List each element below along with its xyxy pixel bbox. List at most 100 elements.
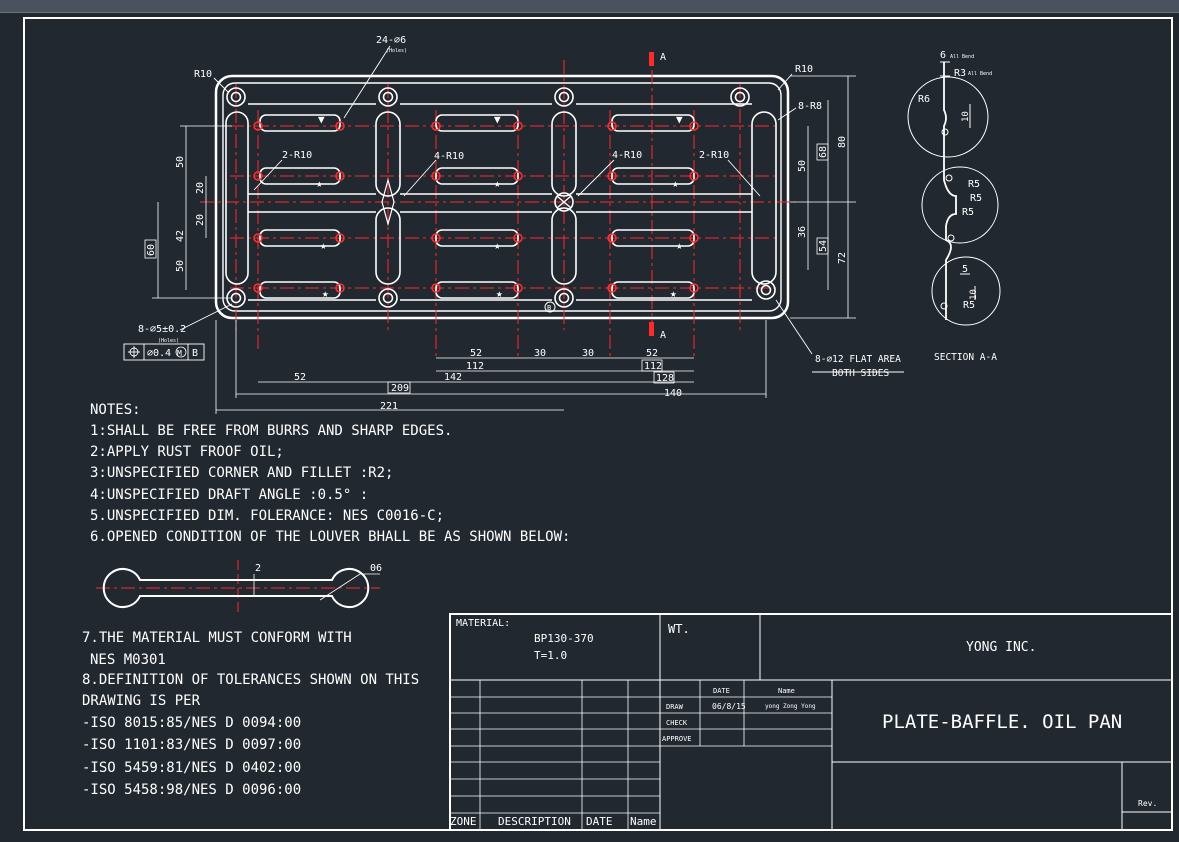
sec-dim-r5a: R5 bbox=[968, 179, 980, 190]
svg-text:★: ★ bbox=[322, 287, 329, 300]
title-block-text: MATERIAL: BP130-370 T=1.0 WT. YONG INC. … bbox=[450, 618, 1157, 828]
dim-h-30a: 30 bbox=[534, 348, 546, 359]
dim-right-68: 68 bbox=[818, 146, 829, 158]
dim-h-221: 221 bbox=[380, 401, 398, 412]
description-label: DESCRIPTION bbox=[498, 815, 571, 828]
louvers bbox=[259, 114, 695, 299]
datum-circle bbox=[544, 301, 556, 313]
dim-h-128: 128 bbox=[656, 373, 674, 384]
iso-line-3: -ISO 5459:81/NES D 0402:00 bbox=[82, 760, 301, 776]
dim-right-54: 54 bbox=[818, 240, 829, 252]
dim-right-80: 80 bbox=[837, 136, 848, 148]
left-dim-lines bbox=[152, 125, 232, 299]
dim-h-112b: 112 bbox=[644, 361, 662, 372]
section-mark-bottom bbox=[649, 322, 654, 336]
dim-8-r8: 8-R8 bbox=[798, 101, 822, 112]
note-7b: NES M0301 bbox=[90, 652, 166, 668]
note-8a: 8.DEFINITION OF TOLERANCES SHOWN ON THIS bbox=[82, 672, 419, 688]
material-value: BP130-370 bbox=[534, 632, 594, 645]
rib-diamond bbox=[381, 177, 395, 227]
note-6: 6.OPENED CONDITION OF THE LOUVER BHALL B… bbox=[90, 529, 570, 545]
sec-dim-10b: 10 bbox=[969, 289, 979, 300]
note-2: 2:APPLY RUST FROOF OIL; bbox=[90, 444, 284, 460]
sec-dim-r3: R3 bbox=[954, 68, 966, 79]
leaders bbox=[179, 45, 904, 373]
note-3: 3:UNSPECIFIED CORNER AND FILLET :R2; bbox=[90, 465, 393, 481]
louver-end-holes bbox=[253, 121, 699, 293]
dim-h-52a: 52 bbox=[470, 348, 482, 359]
dim-right-50: 50 bbox=[797, 160, 808, 172]
sec-dim-r6: R6 bbox=[918, 94, 930, 105]
sec-dim-r5d: R5 bbox=[963, 300, 975, 311]
flat-area-note-1: 8-∅12 FLAT AREA bbox=[815, 354, 901, 365]
svg-text:★: ★ bbox=[494, 239, 501, 252]
sec-dim-10a: 10 bbox=[961, 111, 971, 122]
louver-sketch: 2 06 bbox=[96, 560, 382, 612]
section-mark-top bbox=[649, 52, 654, 66]
dim-2-r10-b: 2-R10 bbox=[699, 150, 729, 161]
dim-4-r10-b: 4-R10 bbox=[612, 150, 642, 161]
dim-left-50: 50 bbox=[175, 156, 186, 168]
dim-24-holes-sub: (Holes) bbox=[386, 48, 407, 54]
drawing-svg: A A bbox=[23, 17, 1173, 831]
right-dim-lines bbox=[790, 75, 856, 319]
svg-text:▼: ▼ bbox=[318, 113, 325, 126]
svg-text:★: ★ bbox=[672, 177, 679, 190]
section-label: SECTION A-A bbox=[934, 352, 997, 363]
draw-name: yong Zong Yong bbox=[765, 703, 816, 710]
notes-block-2: 7.THE MATERIAL MUST CONFORM WITH NES M03… bbox=[82, 630, 419, 798]
plate-view: A A bbox=[123, 35, 904, 414]
dim-h-52b: 52 bbox=[646, 348, 658, 359]
approve-label: APPROVE bbox=[662, 735, 692, 743]
flat-area-note-2: BOTH SIDES bbox=[832, 368, 889, 379]
drawing-viewport[interactable]: A A bbox=[0, 12, 1179, 838]
iso-line-4: -ISO 5458:98/NES D 0096:00 bbox=[82, 782, 301, 798]
material-label: MATERIAL: bbox=[456, 618, 510, 629]
iso-line-2: -ISO 1101:83/NES D 0097:00 bbox=[82, 737, 301, 753]
dim-4-r10-a: 4-R10 bbox=[434, 151, 464, 162]
note-4: 4:UNSPECIFIED DRAFT ANGLE :0.5° : bbox=[90, 487, 368, 503]
svg-text:★: ★ bbox=[494, 177, 501, 190]
sec-dim-6: 6 bbox=[940, 50, 946, 61]
sec-dim-r3-sub: All Bend bbox=[968, 71, 992, 77]
svg-text:★: ★ bbox=[320, 239, 327, 252]
dim-h-52c: 52 bbox=[294, 372, 306, 383]
sec-dim-6-sub: All Bend bbox=[950, 54, 974, 60]
draw-date: 06/8/15 bbox=[712, 702, 746, 711]
note-7a: 7.THE MATERIAL MUST CONFORM WITH bbox=[82, 630, 352, 646]
center-lines bbox=[200, 60, 800, 360]
feature-control-frame: ∅0.4 M B bbox=[123, 343, 205, 361]
date-label: DATE bbox=[586, 815, 613, 828]
date-header: DATE bbox=[713, 687, 730, 695]
draw-label: DRAW bbox=[666, 703, 684, 711]
thickness-value: T=1.0 bbox=[534, 649, 567, 662]
name-header: Name bbox=[778, 687, 795, 695]
company-name: YONG INC. bbox=[966, 640, 1036, 655]
fcf-tolerance: ∅0.4 bbox=[147, 348, 171, 359]
dim-8-holes: 8-∅5±0.2 bbox=[138, 324, 186, 335]
dim-r10-tl: R10 bbox=[194, 69, 212, 80]
dim-left-42: 42 bbox=[175, 230, 186, 242]
dim-h-30b: 30 bbox=[582, 348, 594, 359]
dim-r10-tr: R10 bbox=[795, 64, 813, 75]
iso-line-1: -ISO 8015:85/NES D 0094:00 bbox=[82, 715, 301, 731]
viewport-top-bar bbox=[0, 0, 1179, 13]
plate-inner-outline bbox=[222, 82, 782, 312]
dim-left-50b: 50 bbox=[175, 260, 186, 272]
dim-2-r10-a: 2-R10 bbox=[282, 150, 312, 161]
bottom-dim-lines bbox=[215, 320, 767, 414]
dim-left-20a: 20 bbox=[195, 182, 206, 194]
note-8b: DRAWING IS PER bbox=[82, 693, 201, 709]
dim-left-20b: 20 bbox=[195, 214, 206, 226]
fcf-mmc: M bbox=[177, 349, 182, 358]
svg-text:★: ★ bbox=[670, 287, 677, 300]
dim-h-142: 142 bbox=[444, 372, 462, 383]
vertical-slots bbox=[225, 111, 777, 285]
note-5: 5.UNSPECIFIED DIM. FOLERANCE: NES C0016-… bbox=[90, 508, 444, 524]
panel-regions bbox=[248, 103, 752, 301]
dim-h-112a: 112 bbox=[466, 361, 484, 372]
section-a-a-view bbox=[907, 61, 1001, 326]
svg-text:★: ★ bbox=[676, 239, 683, 252]
svg-text:▼: ▼ bbox=[494, 113, 501, 126]
svg-text:★: ★ bbox=[316, 177, 323, 190]
